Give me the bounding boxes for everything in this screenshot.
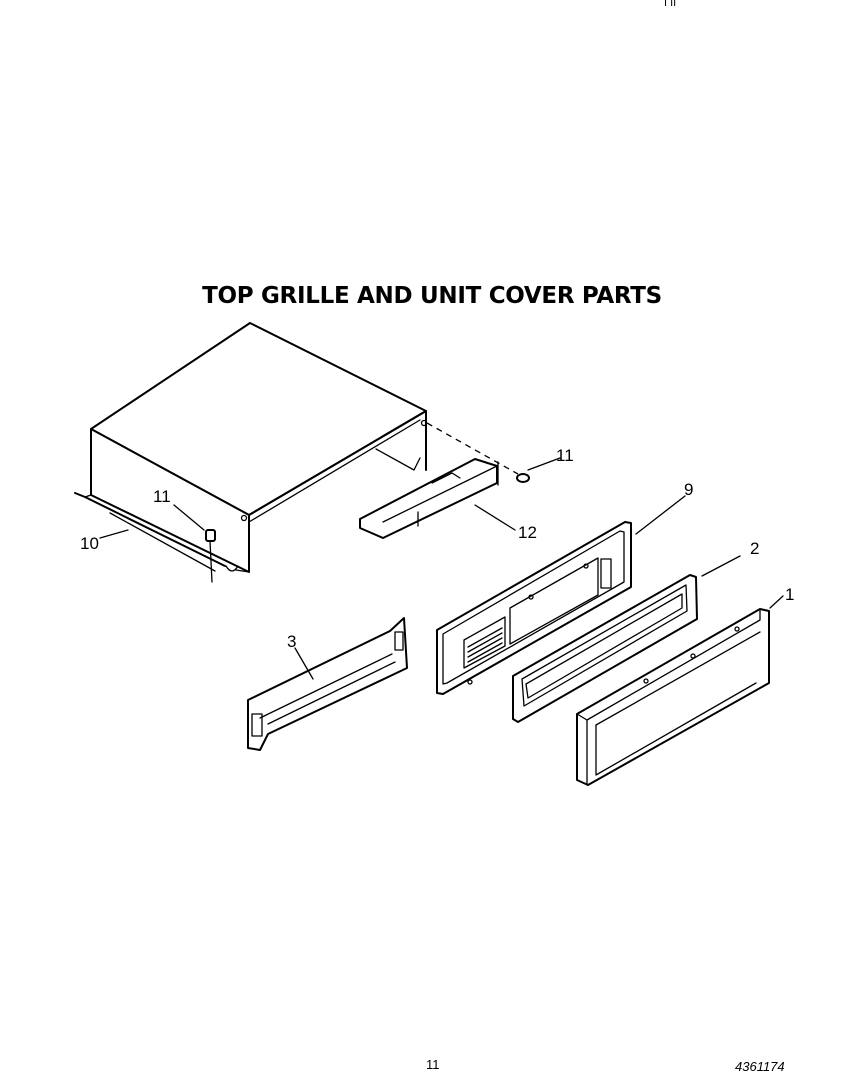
corner-mark: I II — [664, 0, 677, 9]
page-title: TOP GRILLE AND UNIT COVER PARTS — [202, 283, 662, 309]
leader-lines — [99, 457, 784, 680]
vent-grille-icon — [463, 616, 506, 669]
callout-2: 2 — [750, 539, 759, 558]
document-number: 4361174 — [735, 1059, 785, 1074]
callout-10: 10 — [80, 534, 99, 553]
callout-1: 1 — [785, 585, 794, 604]
control-panel-part — [436, 521, 632, 695]
screw-right-part — [516, 473, 530, 483]
callout-9: 9 — [684, 480, 693, 499]
page-number: 11 — [426, 1057, 440, 1072]
callout-11-right: 11 — [556, 446, 574, 465]
callout-3: 3 — [287, 632, 296, 651]
callout-12: 12 — [518, 523, 537, 542]
trim-panel-part — [576, 608, 770, 786]
frame-part — [512, 574, 698, 723]
callout-11-left: 11 — [153, 487, 171, 506]
rail-part — [247, 617, 408, 751]
bracket-part — [359, 458, 499, 539]
screw-left-part — [205, 529, 216, 583]
